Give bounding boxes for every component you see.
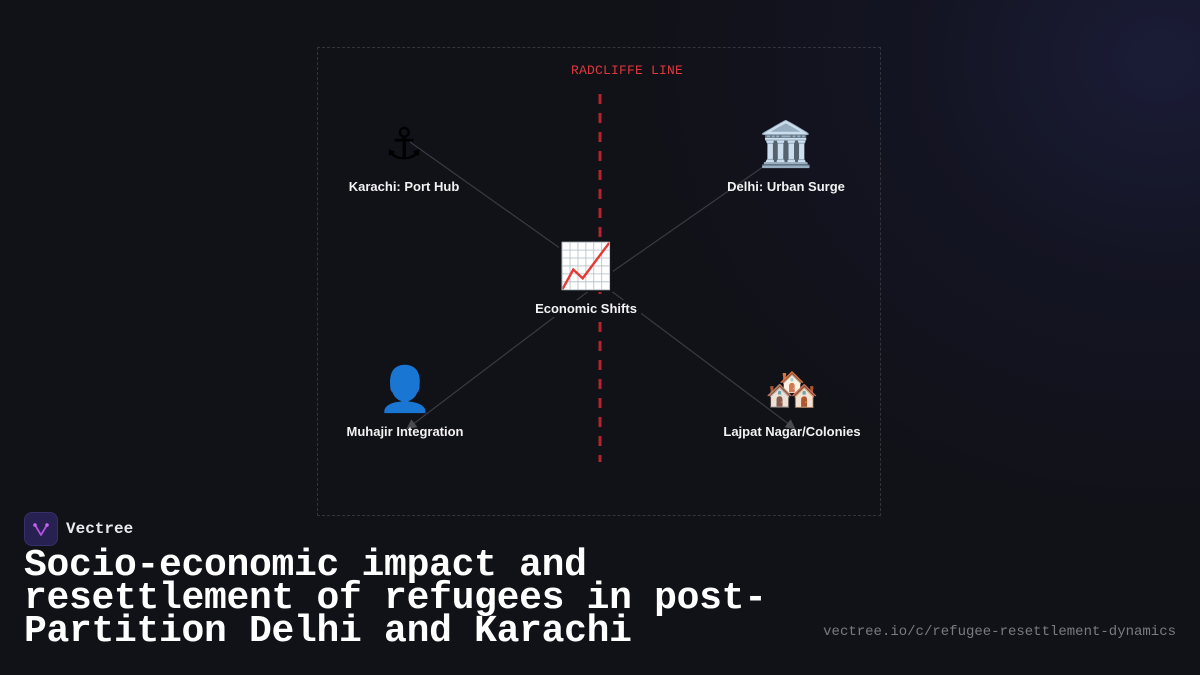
houses-icon: 🏘️ (764, 364, 820, 415)
vectree-logo-icon (24, 512, 58, 546)
node-karachi[interactable]: ⚓ Karachi: Port Hub (345, 120, 464, 195)
page-url[interactable]: vectree.io/c/refugee-resettlement-dynami… (823, 624, 1176, 640)
node-label: Karachi: Port Hub (348, 179, 460, 194)
anchor-icon: ⚓ (384, 119, 424, 170)
node-muhajir[interactable]: 👤 Muhajir Integration (343, 365, 468, 440)
node-lajpat[interactable]: 🏘️ Lajpat Nagar/Colonies (719, 365, 864, 440)
diagram-frame (317, 47, 881, 516)
node-economic-shifts[interactable]: 📈 Economic Shifts (531, 242, 641, 317)
classical-building-icon: 🏛️ (758, 119, 814, 170)
chart-increasing-icon: 📈 (558, 241, 614, 292)
brand-name: Vectree (66, 520, 134, 538)
node-label: Economic Shifts (531, 300, 641, 317)
radcliffe-line-label: RADCLIFFE LINE (570, 63, 684, 78)
brand: Vectree (24, 512, 133, 546)
node-label: Lajpat Nagar/Colonies (723, 424, 861, 439)
node-label: Muhajir Integration (346, 424, 464, 439)
node-label: Delhi: Urban Surge (727, 179, 845, 194)
page-title: Socio-economic impact and resettlement o… (24, 544, 767, 653)
node-delhi[interactable]: 🏛️ Delhi: Urban Surge (723, 120, 849, 195)
person-silhouette-icon: 👤 (377, 364, 433, 415)
